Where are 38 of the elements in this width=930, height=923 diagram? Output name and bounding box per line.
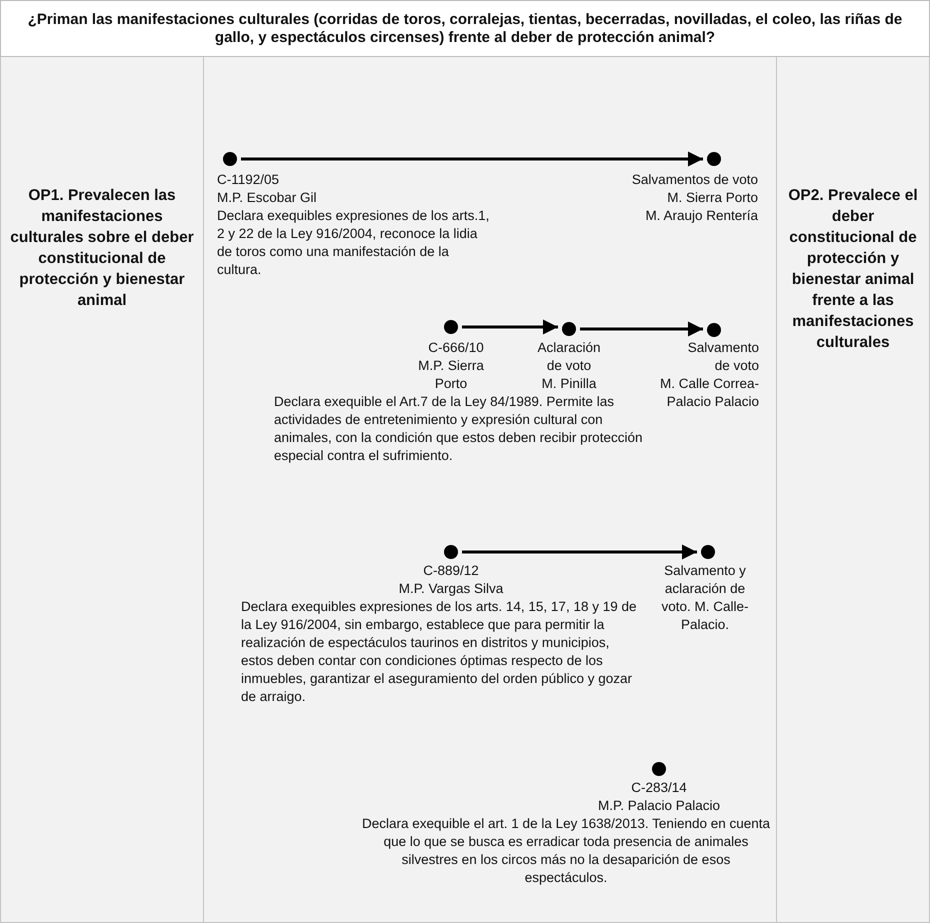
caption-text: Declara exequible el art. 1 de la Ley 1638/2013. Teniendo en cuenta que lo que se busca es erradicar toda presencia de animales silvestres en los circos más no la desaparición de esos espectáculos.: [361, 815, 771, 887]
caption-text: Declara exequible el Art.7 de la Ley 84/1989. Permite las actividades de entretenimiento y expresión cultural con animales, con la condición que estos deben recibir protección especial contra el sufrimiento.: [274, 393, 644, 465]
timeline-dot: [652, 762, 666, 776]
caption-text: C-1192/05: [217, 171, 280, 189]
diagram-title: ¿Priman las manifestaciones culturales (corridas de toros, corralejas, tientas, becerradas, novilladas, el coleo, las riñas de gallo, y espectáculos circenses) frente al deber de protección animal?: [0, 0, 930, 57]
caption-text: M. Araujo Rentería: [644, 207, 758, 225]
caption-text: Salvamento de voto: [686, 339, 759, 375]
timeline-dot: [701, 545, 715, 559]
column-panel: [0, 57, 204, 923]
caption-text: C-283/14: [630, 779, 688, 797]
caption-text: M.P. Palacio Palacio: [596, 797, 722, 815]
arrow: [462, 544, 697, 560]
caption-text: M. Pinilla: [540, 375, 598, 393]
arrow: [580, 322, 703, 336]
timeline-dot: [707, 152, 721, 166]
caption-text: M.P. Vargas Silva: [398, 580, 504, 598]
caption-text: Aclaración de voto: [536, 339, 602, 375]
timeline-dot: [707, 323, 721, 337]
caption-text: M.P. Sierra Porto: [417, 357, 485, 393]
timeline-dot: [223, 152, 237, 166]
caption-text: Salvamento y aclaración de voto. M. Calle-Palacio.: [660, 562, 750, 634]
caption-text: C-666/10: [427, 339, 485, 357]
timeline-dot: [562, 322, 576, 336]
timeline-dot: [444, 320, 458, 334]
column-panel: [776, 57, 930, 923]
column-panel: [203, 57, 777, 923]
caption-text: M.P. Escobar Gil: [217, 189, 318, 207]
caption-text: Declara exequibles expresiones de los arts. 14, 15, 17, 18 y 19 de la Ley 916/2004, sin embargo, establece que para permitir la realización de espectáculos taurinos en distritos y municipios, estos deben contar con condiciones óptimas respecto de los inmuebles, garantizar el aseguramiento del orden público y gozar de arraigo.: [241, 598, 638, 706]
arrow: [462, 320, 558, 334]
column-heading: OP1. Prevalecen las manifestaciones culturales sobre el deber constitucional de protección y bienestar animal: [9, 186, 195, 311]
column-heading: OP2. Prevalece el deber constitucional de protección y bienestar animal frente a las manifestaciones culturales: [787, 186, 919, 353]
caption-text: M. Calle Correa-Palacio Palacio: [658, 375, 759, 411]
caption-text: Declara exequibles expresiones de los arts.1, 2 y 22 de la Ley 916/2004, reconoce la lidia de toros como una manifestación de la cultura.: [217, 207, 490, 279]
caption-text: Salvamentos de voto: [630, 171, 758, 189]
arrow: [241, 152, 703, 166]
caption-text: C-889/12: [422, 562, 480, 580]
caption-text: M. Sierra Porto: [666, 189, 758, 207]
timeline-dot: [444, 545, 458, 559]
